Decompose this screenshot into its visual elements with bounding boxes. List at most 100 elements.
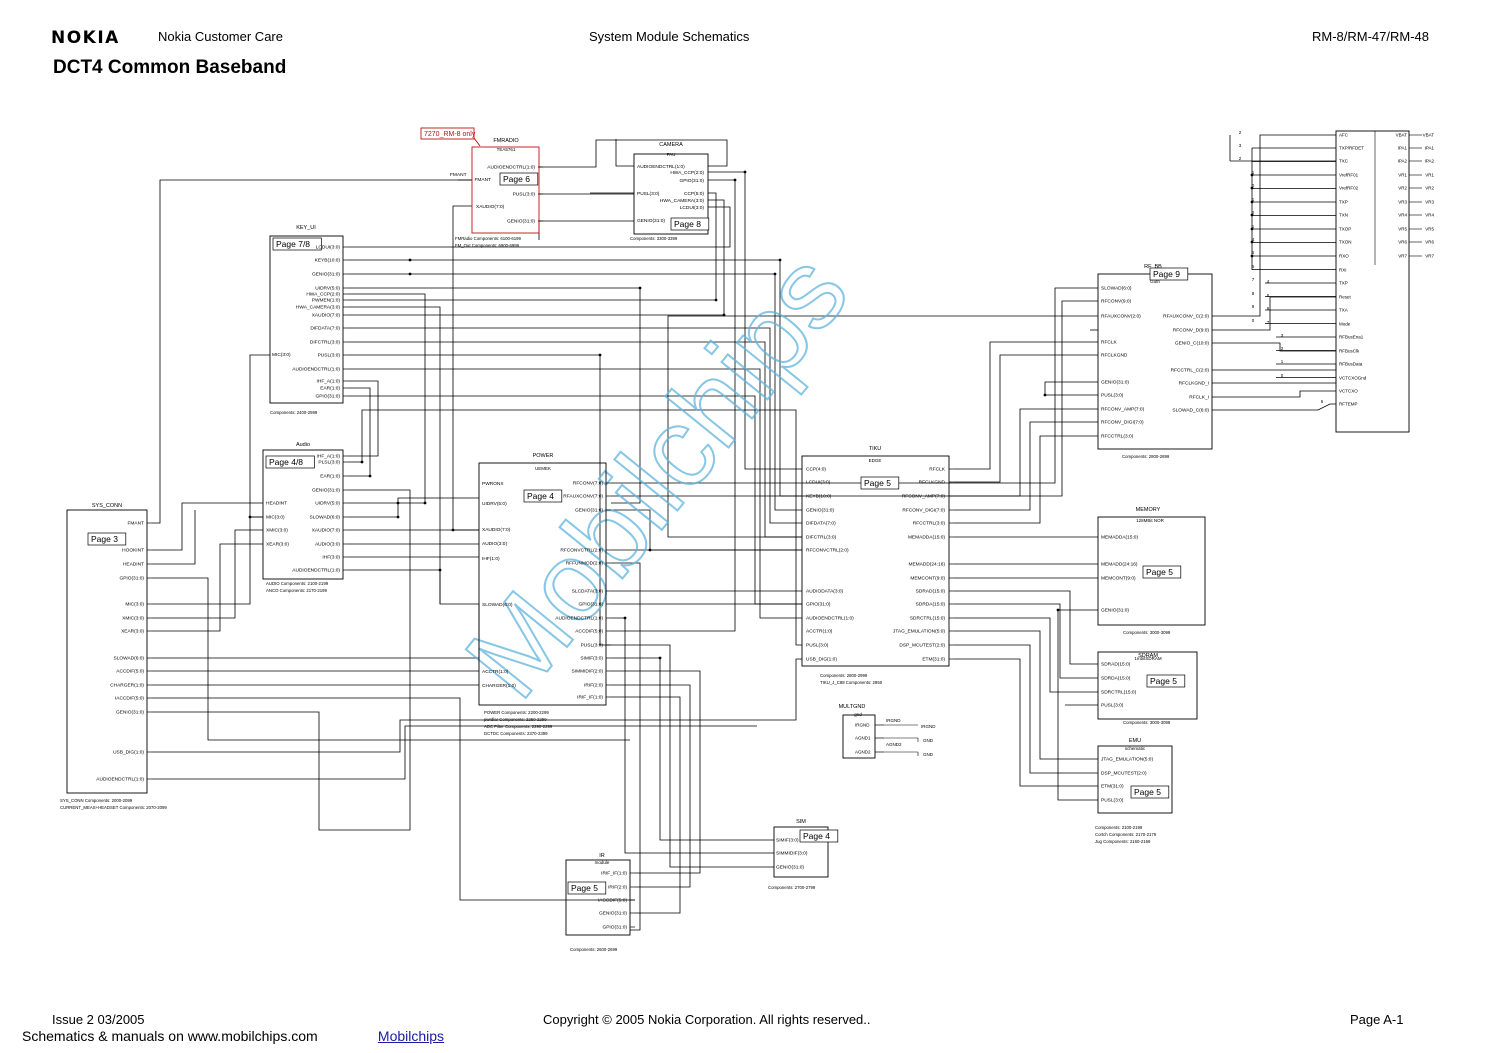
wire [249, 354, 270, 518]
page-ref: Page 7/8 [272, 237, 322, 251]
page-ref: Page 4/8 [265, 455, 315, 469]
pin-label: ACCTR(1:0) [806, 629, 833, 635]
pin-label: XAUDIO(7:0) [482, 527, 511, 533]
pin-label: GENIO(31:0) [312, 488, 340, 494]
junction-dot [368, 474, 372, 478]
pin-label: RFAUXCONV_C(2:0) [1163, 314, 1209, 320]
page-ref-label: Page 8 [674, 219, 701, 229]
pin-label: AGND2 [855, 750, 871, 755]
pin-label: PUSL(3:0) [806, 643, 829, 649]
page-ref: Page 5 [860, 476, 900, 490]
junction-dot [638, 286, 642, 290]
pin-label: EAR(1:0) [320, 386, 340, 392]
junction-dot [1250, 213, 1254, 217]
pin-label: MEMADD(24:16) [1101, 562, 1138, 568]
component-note: Components: 3000-3099 [1123, 720, 1171, 725]
pin-label: LCDUI(3:0) [806, 480, 831, 486]
pin-label: DSP_MCUTEST(2:0) [1101, 771, 1147, 777]
mobilchips-link[interactable]: Mobilchips [377, 1028, 445, 1044]
pin-label: AUDIOENDCTRL(1:0) [637, 164, 685, 170]
pin-label: VR1 [1398, 173, 1407, 178]
pin-out-label: AGND2 [886, 742, 902, 747]
pin-label: GENIO(31:0) [1101, 380, 1129, 386]
wire [611, 617, 774, 854]
block-subtitle: schematic [1125, 746, 1146, 751]
wire [152, 179, 472, 524]
junction-dot [658, 656, 662, 660]
wire [708, 171, 802, 470]
pin-label: HWA_CCP(2:0) [306, 292, 340, 298]
component-note: Components: 2600-2699 [570, 947, 618, 952]
wire [954, 421, 1098, 511]
page-ref-label: Page 7/8 [276, 239, 310, 249]
pin-label: MIC(3:0) [266, 515, 285, 521]
pin-label: RFCLK [1101, 340, 1118, 346]
rf-marker: 7 [1252, 277, 1255, 282]
component-note: Components: 3300-3399 [630, 236, 678, 241]
pin-label: SLOWAD(6:0) [1101, 286, 1132, 292]
pin-label: TXON [1339, 240, 1352, 245]
block-subtitle: 1mbitSDRAM [1134, 656, 1162, 661]
pin-label: SIMIF(3:0) [580, 656, 603, 662]
wire [348, 409, 802, 646]
rf-marker: 2 [1239, 156, 1242, 161]
pin-label: RFCONVCTRL(2:0) [806, 548, 849, 554]
page-ref: Page 3 [87, 532, 127, 546]
pin-label: SLOWAD_C(6:0) [1172, 408, 1209, 414]
junction-dot [743, 170, 747, 174]
wire [954, 630, 1098, 760]
nokia-logo: NOKIA [51, 28, 120, 48]
pin-label: HOOKINT [122, 548, 144, 554]
pin-label: TXP [1339, 200, 1348, 205]
component-note: Components: 2100-2199 [1095, 825, 1143, 830]
pin-label: TXA [1339, 308, 1348, 313]
pin-label: HEADINT [123, 562, 144, 568]
pin-label: ETM(31:0) [1101, 784, 1124, 790]
header-right: RM-8/RM-47/RM-48 [1312, 29, 1430, 44]
pin-label: FMANT [474, 177, 491, 183]
junction-dot [408, 272, 412, 276]
pin-out-label: GND [923, 752, 934, 757]
grid-dots [248, 170, 1254, 660]
wire [348, 569, 441, 604]
page-ref: Page 9 [1149, 267, 1189, 281]
pin-label: GENIO(31:0) [116, 710, 144, 716]
component-note: DCTDC Components: 2370-2399 [484, 731, 548, 736]
pin-label: TXC [1339, 159, 1349, 164]
junction-dot [408, 258, 412, 262]
pin-label: GENIO(31:0) [599, 911, 627, 917]
pin-label: ACCTR(1:0) [482, 669, 509, 675]
pin-label: IACCDIF(5:0) [598, 898, 627, 904]
pin-label: PUSL(3:0) [318, 353, 341, 359]
block-frame [565, 859, 631, 936]
wire [954, 435, 1098, 524]
pin-label: HWA_CAMERA(3:0) [660, 198, 704, 204]
pin-out-label: VR7 [1425, 254, 1434, 259]
wire [348, 273, 802, 511]
component-note: Components: 2400-2599 [270, 410, 318, 415]
block-title: IR [599, 853, 605, 859]
pin-label: IHF_A(1:0) [317, 454, 341, 460]
page-ref-label: Page 5 [864, 478, 891, 488]
block-frame [262, 449, 344, 580]
wire [348, 387, 371, 477]
block-title: SYS_CONN [92, 503, 122, 509]
block-frame [471, 146, 540, 234]
pin-label: AUDIOENDCTRL(1:0) [806, 616, 854, 622]
pin-label: DIFDATA(7:0) [806, 521, 836, 527]
footer-issue: Issue 2 03/2005 [52, 1012, 145, 1027]
page-ref-label: Page 5 [1150, 676, 1177, 686]
pin-out-label: VR6 [1425, 240, 1434, 245]
pin-label: FMANT [127, 521, 144, 527]
pin-label: RXI [1339, 268, 1347, 273]
pin-label: CCP(5:0) [684, 191, 704, 197]
junction-dot [396, 515, 400, 519]
wire [611, 644, 774, 868]
pin-label: DSP_MCUTEST(2:0) [899, 643, 945, 649]
wire [954, 590, 1098, 665]
pin-label: XEAR(3:0) [266, 542, 289, 548]
